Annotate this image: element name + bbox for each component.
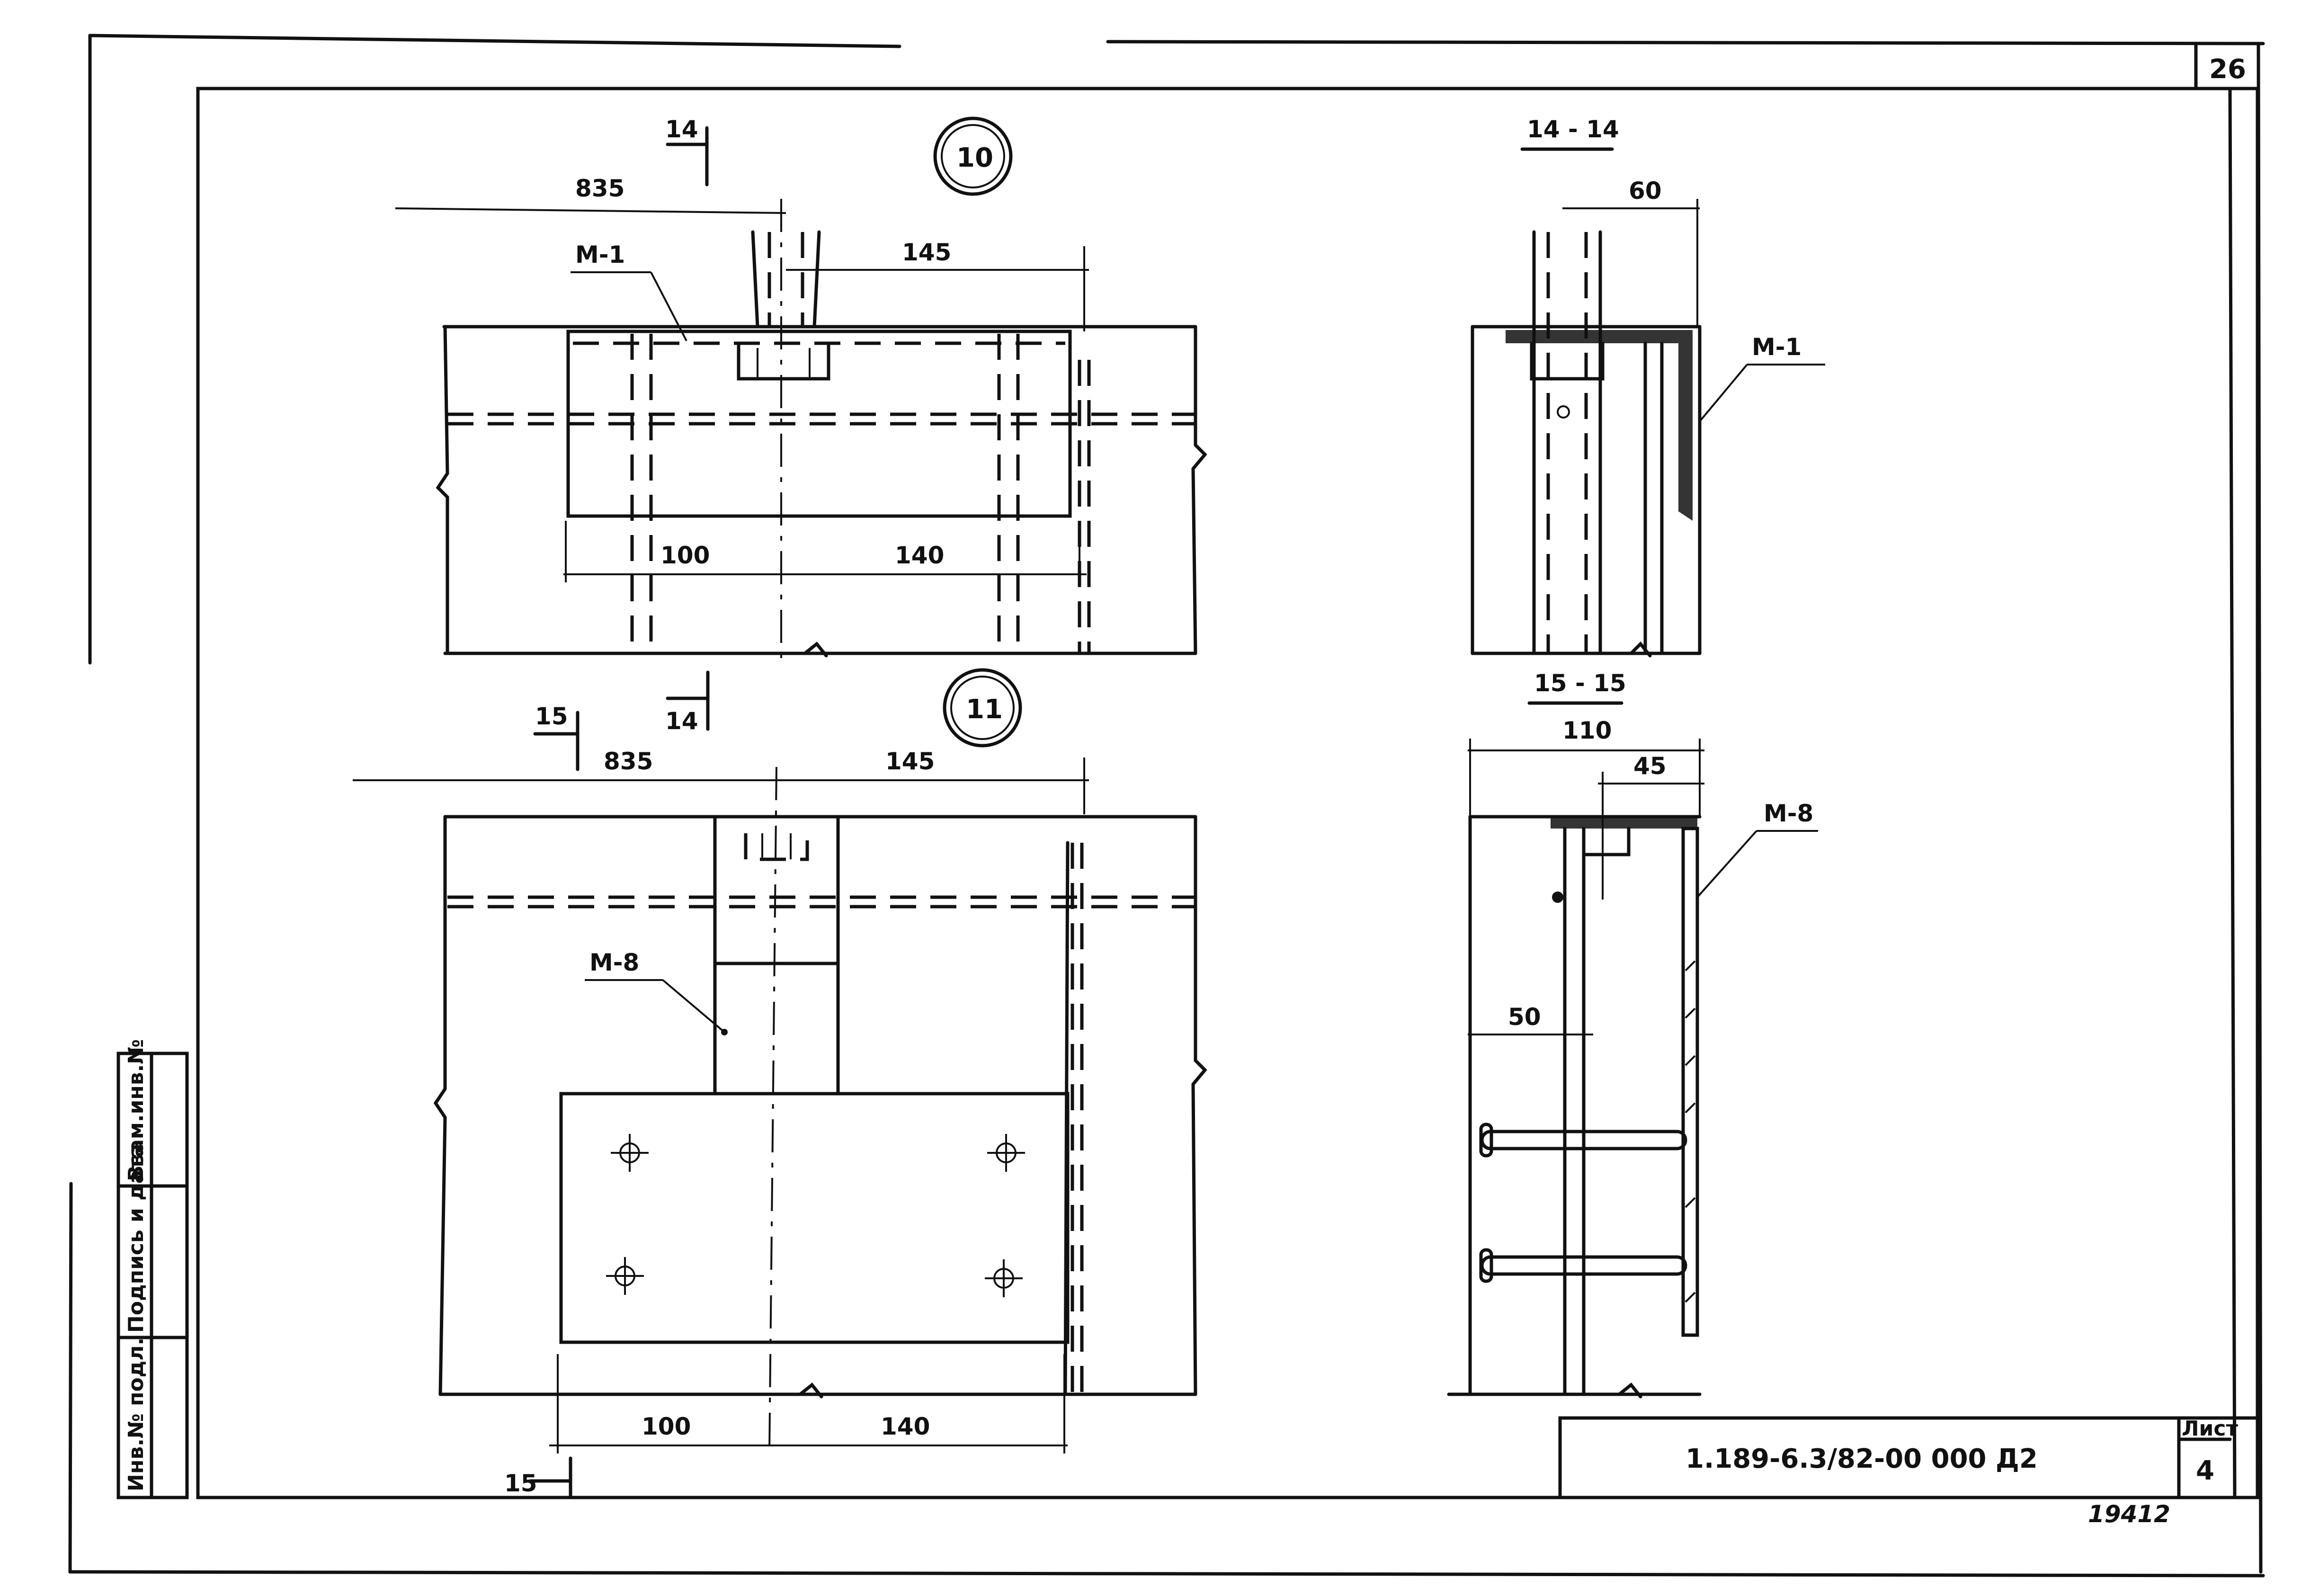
node-10-part-label: М-1 bbox=[575, 241, 625, 268]
svg-text:145: 145 bbox=[885, 748, 935, 775]
stamp-inv-podl: Инв.№ подл. bbox=[124, 1337, 148, 1491]
page-number: 26 bbox=[2209, 54, 2246, 85]
svg-text:10: 10 bbox=[956, 143, 993, 173]
svg-text:50: 50 bbox=[1508, 1003, 1541, 1031]
section-14-view: 14 - 14 60 М-1 bbox=[1471, 116, 1825, 658]
archive-number: 19412 bbox=[2088, 1500, 2170, 1528]
svg-text:60: 60 bbox=[1629, 177, 1662, 205]
anchor-stud bbox=[1479, 1248, 1687, 1283]
node-11-view: 11 15 14 835 145 bbox=[353, 668, 1207, 1498]
node-10-marker: 10 bbox=[933, 116, 1013, 196]
anchor-hole bbox=[987, 1134, 1025, 1172]
stamp-podpis-data: Подпись и дата bbox=[124, 1143, 148, 1333]
anchor-hole bbox=[611, 1134, 649, 1172]
node-10-view: 10 14 bbox=[395, 116, 1207, 658]
stamp-vzam-inv: Взам.инв.№ bbox=[124, 1039, 148, 1181]
svg-text:100: 100 bbox=[660, 542, 710, 569]
svg-text:835: 835 bbox=[604, 748, 653, 775]
section-15-part-label: М-8 bbox=[1764, 800, 1813, 827]
page-number-cell: 26 bbox=[2194, 42, 2260, 90]
svg-text:14: 14 bbox=[665, 116, 698, 143]
svg-text:14: 14 bbox=[665, 707, 698, 735]
svg-text:15: 15 bbox=[504, 1470, 537, 1497]
section-14-part-label: М-1 bbox=[1752, 333, 1802, 361]
section-14-title: 14 - 14 bbox=[1527, 116, 1619, 143]
section-cut-14-node11: 14 bbox=[665, 670, 710, 735]
svg-text:45: 45 bbox=[1633, 752, 1667, 780]
section-15-title: 15 - 15 bbox=[1534, 669, 1626, 697]
side-stamp: Инв.№ подл. Подпись и дата Взам.инв.№ bbox=[116, 1039, 189, 1499]
sheet-frame: 26 bbox=[68, 34, 2265, 1578]
section-cut-15-bottom: 15 bbox=[504, 1456, 572, 1498]
section-15-view: 15 - 15 110 45 bbox=[1447, 669, 1818, 1399]
section-cut-14-top: 14 bbox=[665, 116, 709, 187]
sheet-label: Лист bbox=[2182, 1417, 2238, 1441]
anchor-hole bbox=[606, 1257, 644, 1295]
svg-text:140: 140 bbox=[895, 542, 944, 569]
svg-text:110: 110 bbox=[1562, 717, 1612, 744]
title-block: 1.189-6.3/82-00 000 Д2 Лист 4 bbox=[1558, 1416, 2259, 1499]
sheet-number: 4 bbox=[2196, 1455, 2214, 1486]
svg-text:835: 835 bbox=[575, 175, 624, 202]
svg-text:145: 145 bbox=[902, 239, 951, 266]
svg-text:100: 100 bbox=[642, 1413, 691, 1440]
node-11-marker: 11 bbox=[943, 668, 1022, 748]
svg-text:15: 15 bbox=[535, 703, 568, 730]
svg-text:140: 140 bbox=[881, 1413, 930, 1440]
svg-text:11: 11 bbox=[966, 694, 1003, 725]
section-cut-15-top: 15 bbox=[533, 703, 580, 771]
drawing-code: 1.189-6.3/82-00 000 Д2 bbox=[1686, 1444, 2038, 1474]
node-11-part-label: М-8 bbox=[589, 949, 639, 976]
anchor-hole bbox=[985, 1259, 1023, 1297]
anchor-stud bbox=[1479, 1123, 1687, 1158]
